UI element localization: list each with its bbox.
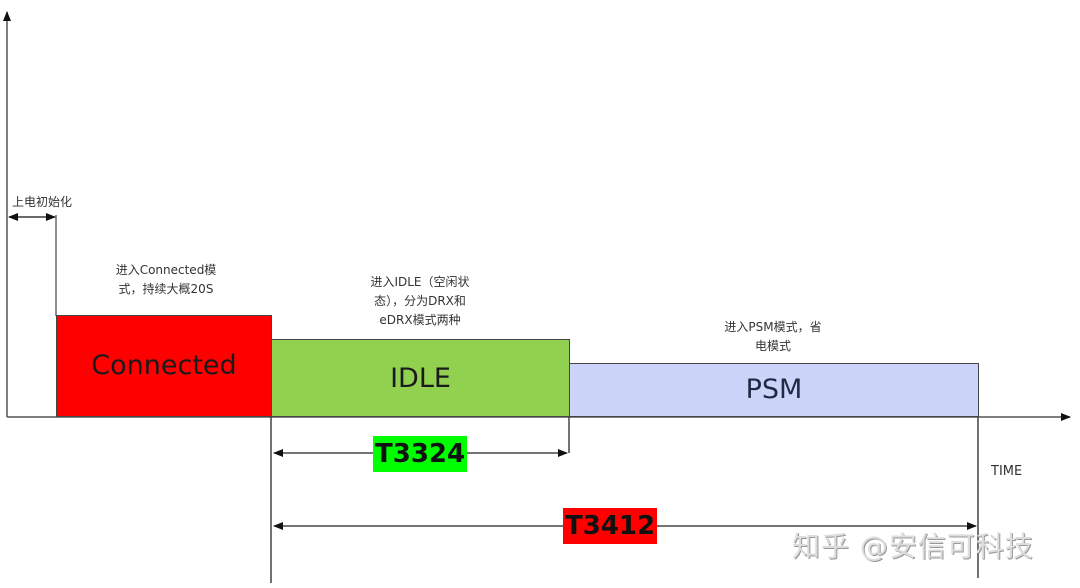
idle-note-line: 态），分为DRX和 (374, 294, 466, 308)
idle-note: 进入IDLE（空闲状 态），分为DRX和 eDRX模式两种 (350, 273, 490, 330)
connected-note-line: 式，持续大概20S (118, 282, 214, 296)
state-idle-label: IDLE (390, 362, 451, 394)
state-connected-label: Connected (91, 349, 237, 381)
timer-t3324: T3324 (373, 436, 468, 472)
connected-note-line: 进入Connected模 (115, 263, 217, 277)
state-connected: Connected (56, 315, 272, 417)
connected-note: 进入Connected模 式，持续大概20S (96, 261, 236, 299)
psm-note-line: 进入PSM模式，省 (724, 320, 822, 334)
power-on-label: 上电初始化 (12, 195, 73, 209)
psm-note-line: 电模式 (754, 339, 791, 353)
time-axis-label: TIME (991, 464, 1023, 479)
idle-note-line: eDRX模式两种 (379, 313, 461, 327)
psm-note: 进入PSM模式，省 电模式 (703, 318, 843, 356)
state-psm: PSM (569, 363, 979, 417)
idle-note-line: 进入IDLE（空闲状 (370, 275, 470, 289)
watermark: 知乎 @安信可科技 (792, 530, 1034, 563)
state-psm-label: PSM (745, 373, 803, 405)
state-idle: IDLE (271, 339, 570, 417)
timer-t3412: T3412 (563, 508, 658, 544)
